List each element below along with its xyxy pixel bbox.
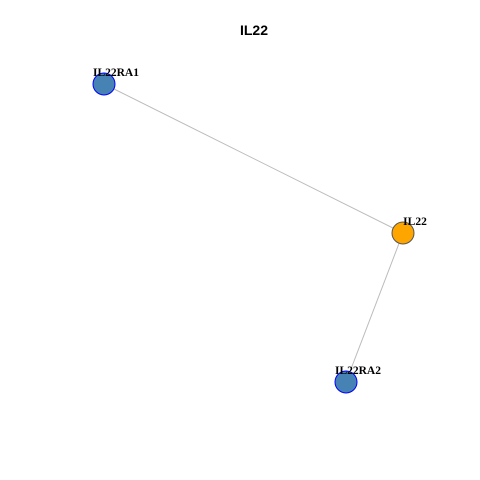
plot-title: IL22	[240, 22, 268, 38]
node-circle-il22ra2	[334, 370, 358, 394]
edge-il22ra1-il22	[103, 83, 404, 234]
node-il22ra2: IL22RA2	[334, 365, 381, 394]
node-circle-il22ra1	[92, 72, 116, 96]
edge-il22-il22ra2	[345, 232, 404, 383]
node-circle-il22	[391, 221, 415, 245]
node-label-il22ra1: IL22RA1	[93, 67, 139, 79]
node-label-il22ra2: IL22RA2	[335, 365, 381, 377]
node-il22ra1: IL22RA1	[92, 67, 139, 96]
node-label-il22: IL22	[403, 216, 427, 228]
edges-layer	[103, 83, 404, 383]
node-il22: IL22	[391, 216, 427, 245]
